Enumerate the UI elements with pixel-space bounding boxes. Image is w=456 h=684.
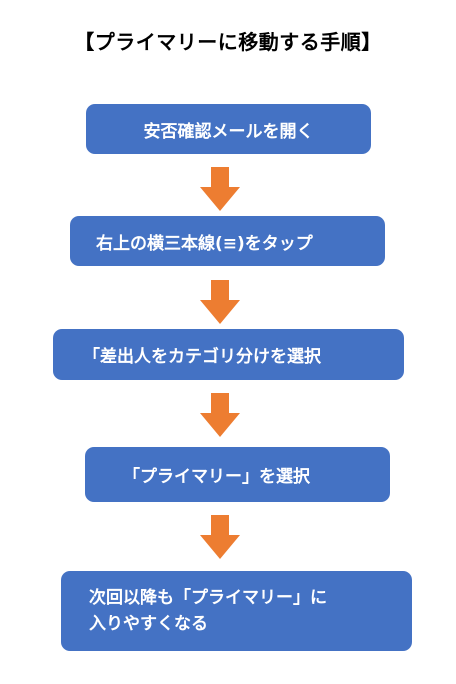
step-5-label-line-1: 次回以降も「プライマリー」に (89, 588, 327, 608)
step-3-label: 「差出人をカテゴリ分けを選択 (83, 347, 321, 367)
step-2-label: 右上の横三本線(≡)をタップ (96, 233, 313, 254)
down-arrow-icon (200, 515, 240, 559)
step-1-box: 安否確認メールを開く (86, 104, 371, 154)
diagram-title: 【プライマリーに移動する手順】 (74, 30, 382, 54)
down-arrow-icon (200, 167, 240, 211)
step-5-label-line-2: 入りやすくなる (89, 614, 208, 634)
step-3-box: 「差出人をカテゴリ分けを選択 (53, 329, 404, 380)
step-1-label: 安否確認メールを開く (143, 121, 314, 142)
step-4-box: 「プライマリー」を選択 (85, 447, 390, 502)
step-4-label: 「プライマリー」を選択 (123, 467, 310, 487)
step-2-box: 右上の横三本線(≡)をタップ (70, 216, 385, 266)
down-arrow-icon (200, 393, 240, 437)
down-arrow-icon (200, 280, 240, 324)
step-5-box: 次回以降も「プライマリー」に 入りやすくなる (61, 571, 412, 651)
